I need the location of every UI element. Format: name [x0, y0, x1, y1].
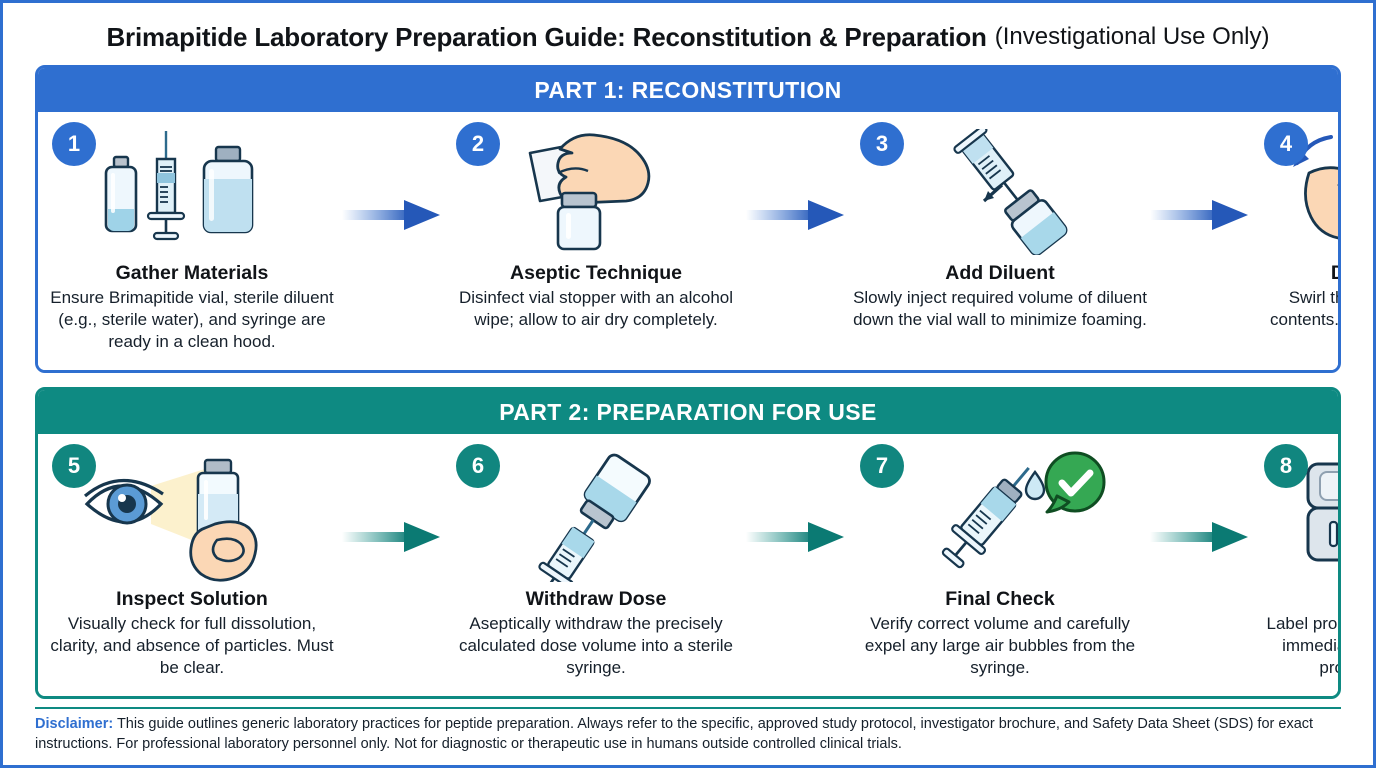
- disclaimer-text: This guide outlines generic laboratory p…: [35, 716, 1314, 752]
- title-main-text: Brimapitide Laboratory Preparation Guide…: [106, 21, 987, 52]
- step-card-8[interactable]: 8: [1254, 442, 1341, 678]
- step-badge-8: 8: [1264, 444, 1308, 488]
- step-badge-7: 7: [860, 444, 904, 488]
- step-badge-5: 5: [52, 444, 96, 488]
- page-title: Brimapitide Laboratory Preparation Guide…: [3, 3, 1373, 65]
- step-title-4: Dissolve Gently: [1331, 262, 1338, 285]
- part-2-header: PART 2: PREPARATION FOR USE: [38, 390, 1338, 434]
- hand-wipe-vial-icon: [466, 126, 726, 258]
- step-desc-6: Aseptically withdraw the precisely calcu…: [458, 614, 734, 677]
- syringe-withdraw-icon: [466, 448, 726, 584]
- step-card-2[interactable]: 2 Aseptic Technique Disinfe: [446, 120, 746, 331]
- step-title-1: Gather Materials: [115, 262, 269, 284]
- step-desc-8: Label properly with prep details. Use im…: [1266, 614, 1339, 677]
- arrow-6-to-7: [746, 442, 850, 554]
- step-badge-1: 1: [52, 122, 96, 166]
- step-desc-5: Visually check for full dissolution, cla…: [50, 614, 334, 677]
- arrow-2-to-3: [746, 120, 850, 232]
- arrow-3-to-4: [1150, 120, 1254, 232]
- syringe-checkmark-icon: [870, 448, 1130, 584]
- step-card-4[interactable]: 4: [1254, 120, 1339, 352]
- step-desc-4: Swirl the vial gently to dissolve conten…: [1270, 288, 1339, 329]
- step-card-1[interactable]: 1: [42, 120, 342, 352]
- arrow-7-to-8: [1150, 442, 1254, 554]
- part-1-steps: 1: [38, 112, 1338, 370]
- step-desc-2: Disinfect vial stopper with an alcohol w…: [458, 288, 734, 329]
- section-part-1: PART 1: RECONSTITUTION 1: [35, 65, 1341, 373]
- step-card-3[interactable]: 3: [850, 120, 1150, 331]
- disclaimer: Disclaimer: This guide outlines generic …: [35, 707, 1341, 754]
- step-desc-7: Verify correct volume and carefully expe…: [864, 614, 1136, 677]
- step-title-5: Inspect Solution: [116, 588, 268, 610]
- step-card-7[interactable]: 7: [850, 442, 1150, 678]
- step-card-6[interactable]: 6: [446, 442, 746, 678]
- arrow-1-to-2: [342, 120, 446, 232]
- step-badge-2: 2: [456, 122, 500, 166]
- disclaimer-prefix: Disclaimer:: [35, 716, 114, 732]
- arrow-5-to-6: [342, 442, 446, 554]
- step-title-6: Withdraw Dose: [525, 588, 667, 610]
- syringe-into-vial-icon: [870, 126, 1130, 258]
- step-desc-1: Ensure Brimapitide vial, sterile diluent…: [50, 288, 334, 351]
- step-title-8: Ready for Use: [1338, 588, 1341, 611]
- step-title-2: Aseptic Technique: [510, 262, 682, 284]
- part-1-header: PART 1: RECONSTITUTION: [38, 68, 1338, 112]
- step-badge-4: 4: [1264, 122, 1308, 166]
- eye-inspect-vial-icon: [62, 448, 322, 584]
- part-2-steps: 5: [38, 434, 1338, 696]
- title-sub-text: (Investigational Use Only): [994, 23, 1270, 50]
- step-badge-6: 6: [456, 444, 500, 488]
- step-badge-3: 3: [860, 122, 904, 166]
- case-labeled-syringe-icon: Label: [1274, 448, 1338, 584]
- vial-syringe-vial-icon: [62, 126, 322, 258]
- section-part-2: PART 2: PREPARATION FOR USE 5: [35, 387, 1341, 699]
- step-title-7: Final Check: [945, 588, 1055, 610]
- step-desc-3: Slowly inject required volume of diluent…: [853, 288, 1147, 329]
- step-title-3: Add Diluent: [945, 262, 1055, 284]
- step-card-5[interactable]: 5: [42, 442, 342, 678]
